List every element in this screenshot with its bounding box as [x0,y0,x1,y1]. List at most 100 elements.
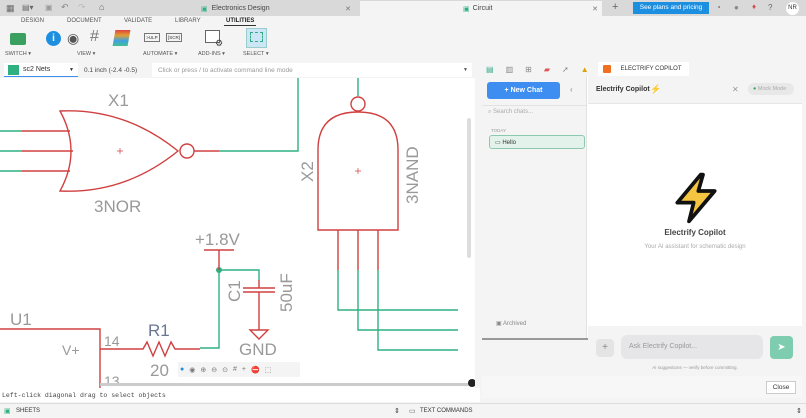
run-script-icon[interactable]: [SCR] [166,33,182,42]
tab-electrify-copilot[interactable]: ELECTRIFY COPILOT [597,62,689,76]
plans-button[interactable]: See plans and pricing [633,2,709,14]
layer-color-swatch [8,64,19,75]
navigator-icon[interactable] [468,379,475,387]
notification-icon[interactable]: ♦ [752,2,757,11]
layers-icon[interactable] [112,30,131,46]
command-line-input[interactable]: Click or press / to activate command lin… [152,63,472,77]
add-ins-group[interactable]: ADD-INS ▾ [198,51,225,57]
attach-button[interactable]: + [596,339,614,357]
grid-icon[interactable]: # [90,28,99,45]
command-bar: sc2 Nets ▼ 0.1 inch (-2.4 -0.5) Click or… [0,62,475,78]
tab-electronics-design[interactable]: ▣ Electronics Design ✕ [195,1,357,16]
select-icon[interactable]: ⬚ [264,366,272,374]
new-tab-icon[interactable]: + [612,1,619,13]
hierarchy-icon[interactable]: ⊞ [525,64,532,74]
run-ulp-icon[interactable]: >ULP [144,33,160,42]
tab-utilities[interactable]: UTILITIES [224,18,257,26]
zoom-fit-icon[interactable]: ⊙ [222,366,228,374]
tab-validate[interactable]: VALIDATE [124,18,153,24]
archived-button[interactable]: ▣ Archived [496,320,526,327]
label-vplus: V+ [62,342,80,358]
chat-header-title: Electrify Copilot [596,86,650,93]
eye-icon[interactable]: ◉ [67,30,80,46]
zoom-out-icon[interactable]: ⊖ [211,366,218,374]
info-icon[interactable]: i [46,31,61,46]
label-c1: C1 [225,280,244,302]
composer: + Ask Electrify Copilot... ➤ AI suggesti… [588,327,802,373]
redo-icon[interactable]: ↷ [78,2,86,12]
gnd-symbol [248,329,270,340]
close-button[interactable]: Close [766,381,796,394]
apps-grid-icon[interactable]: ▦ [6,3,15,13]
horizontal-scrollbar[interactable] [100,383,470,386]
pin-icon[interactable]: ⇕ [394,408,400,415]
sync-icon[interactable]: ◔ [716,3,721,12]
send-button[interactable]: ➤ [770,336,793,359]
sheets-button[interactable]: SHEETS [16,408,41,414]
automate-group[interactable]: AUTOMATE ▾ [143,51,178,57]
chat-sidebar: + New Chat ‹ ⌕ Search chats... TODAY ▭ H… [482,76,587,338]
label-gnd: GND [239,340,277,359]
pointer-icon[interactable]: ➚ [561,64,569,74]
file-menu-icon[interactable]: ▤▾ [22,3,34,12]
label-x1: X1 [108,91,129,110]
chevron-down-icon: ▼ [69,66,74,73]
nor-bubble [179,143,195,159]
collapse-sidebar-icon[interactable]: ‹ [570,85,573,94]
hero-title: Electrify Copilot [664,228,726,237]
close-tab-icon[interactable]: ✕ [592,5,598,13]
eye-icon[interactable]: ◉ [189,366,196,374]
info-icon[interactable]: ● [180,366,185,373]
zoom-in-icon[interactable]: ⊕ [200,366,207,374]
add-part-icon[interactable]: ▤ [486,64,494,74]
add-ins-icon[interactable] [205,30,220,43]
undo-icon[interactable]: ↶ [61,2,69,12]
status-hint: Left-click diagonal drag to select objec… [0,388,480,402]
sheets-icon[interactable]: ▣ [4,408,11,415]
tab-library[interactable]: LIBRARY [175,18,201,24]
chat-input[interactable]: Ask Electrify Copilot... [621,335,763,359]
layers-icon[interactable]: ▰ [543,64,550,74]
close-tab-icon[interactable]: ✕ [345,5,351,13]
label-3nor: 3NOR [94,197,141,216]
vertical-scrollbar[interactable] [467,118,471,258]
view-group[interactable]: VIEW ▾ [77,51,96,57]
marquee-icon [250,32,263,42]
chat-item[interactable]: ▭ Hello [489,135,585,149]
nor-gate [58,110,180,192]
tab-document[interactable]: DOCUMENT [67,18,102,24]
tab-design[interactable]: DESIGN [21,18,45,24]
tab-label: ELECTRIFY COPILOT [620,66,682,72]
label-3nand: 3NAND [403,146,422,204]
sheet-icon[interactable]: ▥ [505,64,514,74]
new-chat-button[interactable]: + New Chat [487,82,560,99]
terminal-icon[interactable]: ▭ [409,408,416,415]
home-icon[interactable]: ⌂ [99,2,105,12]
parts [0,96,399,388]
close-icon[interactable]: ✕ [732,85,739,94]
tab-circuit[interactable]: ▣ Circuit ✕ [360,1,602,16]
nand-gate [317,111,399,231]
select-group[interactable]: SELECT ▾ [243,51,269,57]
warning-icon[interactable]: ▲ [580,64,589,74]
schematic-canvas[interactable]: X1 3NOR X2 3NAND +1.8V C1 50uF GND U1 V+… [0,78,475,388]
save-icon[interactable]: ▣ [45,3,53,12]
select-tool-icon[interactable] [246,28,267,48]
text-commands-button[interactable]: TEXT COMMANDS [420,408,473,414]
help-icon[interactable]: ? [768,3,773,12]
pin-icon[interactable]: ⇕ [796,408,802,415]
switch-group[interactable]: SWITCH ▾ [5,51,31,57]
layer-select[interactable]: sc2 Nets ▼ [4,63,78,77]
search-chats-input[interactable]: ⌕ Search chats... [488,109,583,120]
ai-disclaimer: AI suggestions — verify before committin… [652,365,738,370]
grid-icon[interactable]: # [232,366,237,373]
switch-icon[interactable] [10,33,26,45]
stop-icon[interactable]: ⛔ [250,366,260,374]
archived-label: Archived [503,321,527,327]
copilot-panel: ▤ ▥ ⊞ ▰ ➚ ▲ ELECTRIFY COPILOT + New Chat… [480,60,806,402]
panel-toolbar: ▤ ▥ ⊞ ▰ ➚ ▲ ELECTRIFY COPILOT [480,62,806,76]
add-icon[interactable]: + [241,366,246,373]
jobs-icon[interactable]: ● [734,3,739,12]
mock-mode-toggle[interactable]: ● Mock Mode [748,83,794,95]
avatar[interactable]: NR [786,2,799,15]
